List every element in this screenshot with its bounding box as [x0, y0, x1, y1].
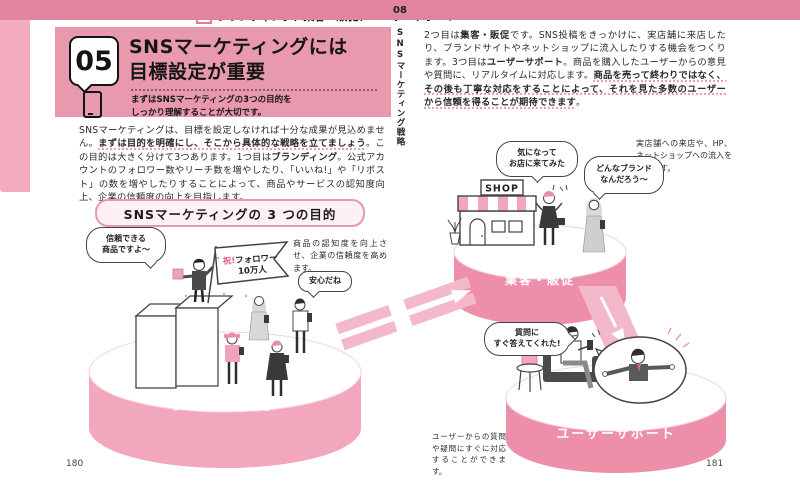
figure-woman-pinktop [223, 332, 244, 384]
dotted-separator [131, 89, 377, 91]
kpi-boxes [134, 295, 234, 389]
shop-building: SHOP [447, 179, 537, 246]
figure-visitor-woman [535, 184, 568, 245]
shop-awning [457, 195, 537, 212]
chapter-side-tab: 08 SNSマーケティング戦略 [0, 0, 800, 192]
body-paragraph-right: 2つ目は集客・販促です。SNS投稿をきっかけに、実店舗に来店したり、ブランドサイ… [424, 30, 727, 109]
speech-bubble-visit: 気になって お店に来てみた [496, 141, 578, 177]
svg-text:祝!フォロワー 10万人: 祝!フォロワー 10万人 [222, 252, 281, 278]
figure-woman-lightdress [248, 296, 270, 341]
diagram-title: SNSマーケティングの 3 つの目的 [95, 199, 365, 227]
platform-label-branding: ブランディング [171, 398, 279, 414]
platform-label-support: ユーザーサポート [556, 427, 676, 442]
celebration-flag: 祝!フォロワー 10万人 [214, 241, 290, 285]
speech-bubble-answer: 質問に すぐ答えてくれた! [484, 322, 570, 356]
figure-man-tee [292, 298, 312, 353]
speech-bubble-trust: 信頼できる 商品ですよ〜 [86, 227, 166, 263]
shop-sign: SHOP [485, 184, 519, 195]
support-bubble [593, 327, 690, 404]
lesson-number-badge: 05 [69, 36, 119, 86]
page-number-right: 181 [706, 459, 724, 469]
lesson-subtitle: まずはSNSマーケティングの3つの目的を しっかり理解することが大切です。 [131, 95, 292, 118]
lesson-title: SNSマーケティングには 目標設定が重要 [129, 36, 348, 84]
body-paragraph-left: SNSマーケティングは、目標を設定しなければ十分な成果が見込めません。まずは目的… [79, 125, 385, 204]
figure-browsing-woman [582, 198, 606, 253]
shop-plant [447, 217, 462, 245]
chapter-title: SNSマーケティング戦略 [395, 28, 405, 147]
lesson-title-block: 05 SNSマーケティングには 目標設定が重要 まずはSNSマーケティングの3つ… [55, 27, 391, 118]
caption-branding: 商品の認知度を向上させ、企業の信頼度を高めます。 [293, 239, 387, 273]
chapter-number: 08 [0, 0, 800, 20]
caption-support: ユーザーからの質問や疑問にすぐに対応することができます。 [432, 432, 506, 476]
smartphone-icon [83, 91, 102, 118]
figure-flag-man: 祝!フォロワー 10万人 [172, 241, 290, 304]
speech-bubble-brand: どんなブランド なんだろう〜 [584, 156, 664, 194]
shop-door [469, 218, 486, 246]
speech-bubble-relief: 安心だね [298, 271, 352, 292]
figure-woman-darkdress [266, 340, 289, 396]
platform-label-sales: 集客・販促 [504, 273, 575, 287]
figure-support-man [602, 348, 675, 381]
side-table [516, 353, 544, 392]
page-number-left: 180 [66, 459, 84, 469]
arrow-right-icon [426, 290, 472, 308]
road-branding-to-sales [335, 276, 477, 351]
flag-celebration-text: 祝! [222, 255, 235, 267]
